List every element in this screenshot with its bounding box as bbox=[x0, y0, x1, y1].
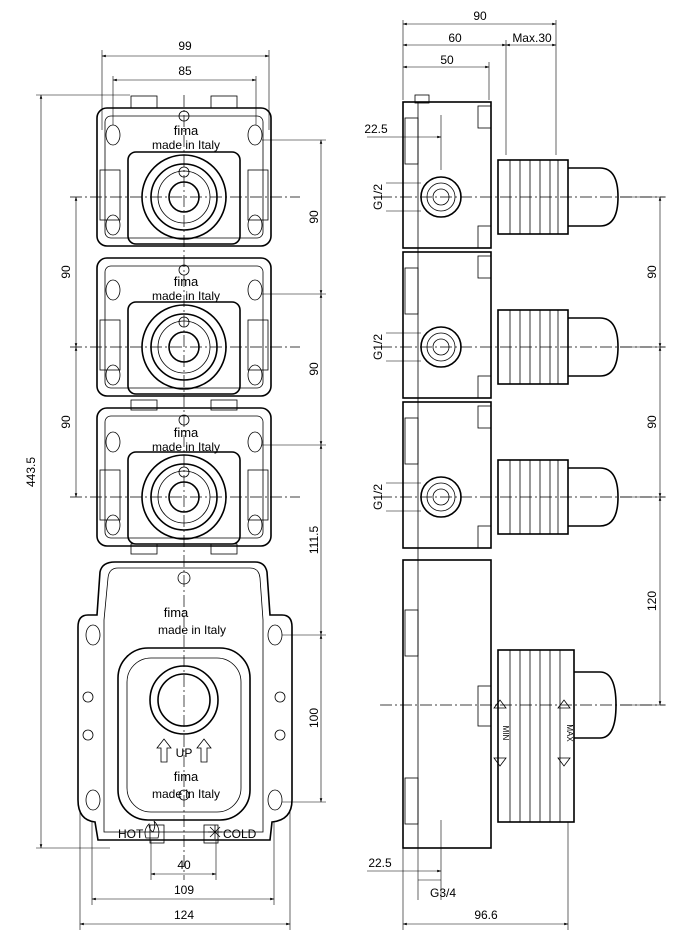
lower-brand: fima bbox=[174, 769, 199, 784]
flame-icon bbox=[144, 820, 160, 839]
dim-side-22-5-bottom: 22.5 bbox=[368, 856, 392, 870]
dim-side-90-lower: 90 bbox=[645, 415, 659, 429]
dim-right-90-upper: 90 bbox=[307, 210, 321, 224]
diverter-brand: fima bbox=[164, 605, 189, 620]
front-view: fima made in Italy fima made in Italy fi… bbox=[24, 39, 326, 930]
dim-side-50: 50 bbox=[440, 53, 454, 67]
extension-sleeve-2 bbox=[497, 309, 619, 385]
dim-left-90-lower: 90 bbox=[59, 415, 73, 429]
dim-right-90-lower: 90 bbox=[307, 362, 321, 376]
min-label: MIN bbox=[501, 726, 510, 741]
inlet-port-3 bbox=[420, 476, 462, 518]
side-view: MIN MAX G1/2 G1/2 G1/2 bbox=[364, 9, 666, 930]
dim-124: 124 bbox=[174, 908, 194, 922]
dim-side-22-5-top: 22.5 bbox=[364, 122, 388, 136]
diverter-module bbox=[77, 561, 293, 844]
hot-label: HOT bbox=[118, 827, 144, 841]
dim-109: 109 bbox=[174, 883, 194, 897]
dim-left-90-upper: 90 bbox=[59, 265, 73, 279]
thread-label-1: G1/2 bbox=[371, 184, 385, 210]
valve-module-2 bbox=[96, 257, 272, 397]
valve-module-3 bbox=[96, 399, 272, 555]
dim-85: 85 bbox=[178, 64, 192, 78]
dim-side-90-upper: 90 bbox=[645, 265, 659, 279]
front-dimensions bbox=[36, 50, 326, 930]
snowflake-icon bbox=[208, 825, 222, 839]
module-3-tag: made in Italy bbox=[152, 440, 220, 454]
up-label: UP bbox=[176, 746, 193, 760]
diverter-tag: made in Italy bbox=[158, 623, 226, 637]
thread-label-2: G1/2 bbox=[371, 334, 385, 360]
dim-side-max30: Max.30 bbox=[512, 31, 552, 45]
module-3-brand: fima bbox=[174, 425, 199, 440]
thread-label-3: G1/2 bbox=[371, 484, 385, 510]
dim-side-g3-4: G3/4 bbox=[430, 886, 456, 900]
extension-sleeve-1 bbox=[497, 159, 619, 235]
dim-111-5: 111.5 bbox=[307, 526, 321, 555]
inlet-port-2 bbox=[420, 326, 462, 368]
extension-sleeve-3 bbox=[497, 459, 619, 535]
module-1-brand: fima bbox=[174, 123, 199, 138]
inlet-port-1 bbox=[420, 176, 462, 218]
up-arrow-icon bbox=[156, 738, 212, 763]
valve-module-1 bbox=[96, 95, 272, 247]
cold-label: COLD bbox=[223, 827, 257, 841]
module-2-tag: made in Italy bbox=[152, 289, 220, 303]
dim-side-120: 120 bbox=[645, 591, 659, 611]
dim-side-90: 90 bbox=[473, 9, 487, 23]
module-2-brand: fima bbox=[174, 274, 199, 289]
lower-tag: made in Italy bbox=[152, 787, 220, 801]
max-label: MAX bbox=[565, 724, 574, 742]
side-body bbox=[402, 94, 492, 849]
side-dimensions bbox=[367, 20, 666, 930]
dim-side-60: 60 bbox=[448, 31, 462, 45]
dim-side-96-6: 96.6 bbox=[474, 908, 498, 922]
dim-40: 40 bbox=[177, 858, 191, 872]
extension-sleeve-diverter bbox=[493, 649, 617, 823]
dim-443-5: 443.5 bbox=[24, 457, 38, 487]
module-1-tag: made in Italy bbox=[152, 138, 220, 152]
dim-99: 99 bbox=[178, 39, 192, 53]
dim-100: 100 bbox=[307, 708, 321, 728]
